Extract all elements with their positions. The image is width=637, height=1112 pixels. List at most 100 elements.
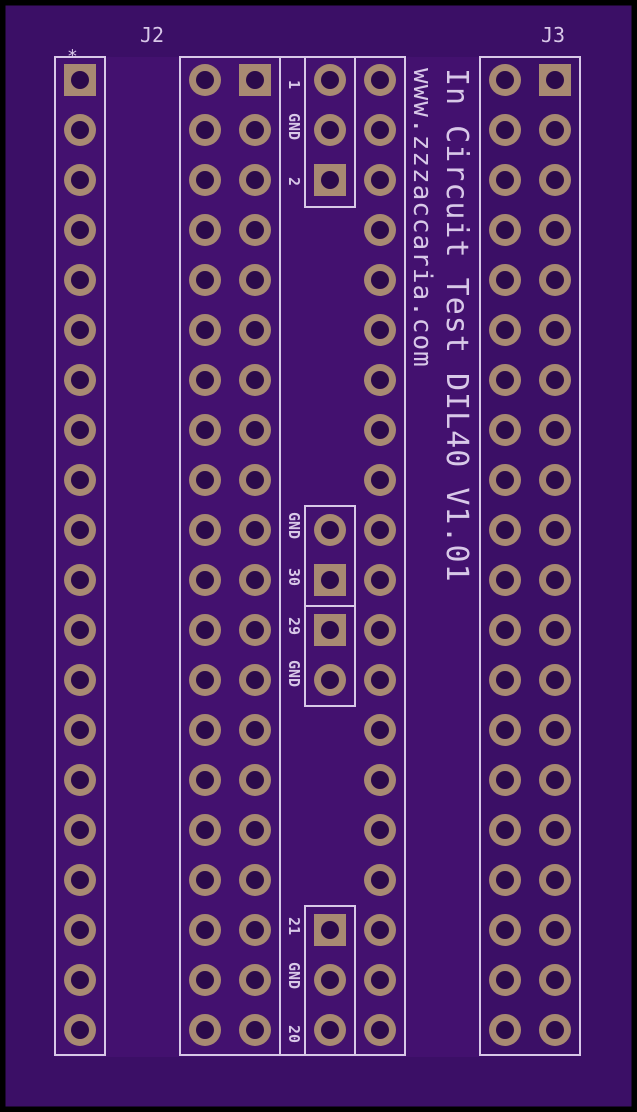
socket-left-a-drill-hole [196,371,214,389]
j2-label: J2 [140,23,164,47]
j3-right-drill-hole [546,571,564,589]
socket-left-a-drill-hole [196,771,214,789]
j3-label: J3 [541,23,565,47]
j3-left-drill-hole [496,921,514,939]
jumper-label-gnd-mid-2: GND [285,660,303,687]
j3-right-drill-hole [546,71,564,89]
j3-left-drill-hole [496,71,514,89]
j2-pin-drill-hole [71,171,89,189]
j2-pin-drill-hole [71,471,89,489]
socket-left-b-drill-hole [246,471,264,489]
j3-left-drill-hole [496,771,514,789]
j2-pin-drill-hole [71,671,89,689]
jumper-drill-hole [321,71,339,89]
j3-left-drill-hole [496,521,514,539]
socket-right-drill-hole [371,71,389,89]
socket-left-a-drill-hole [196,521,214,539]
j3-right-drill-hole [546,371,564,389]
j3-right-drill-hole [546,521,564,539]
socket-left-a-drill-hole [196,221,214,239]
socket-left-b-drill-hole [246,371,264,389]
j3-right-drill-hole [546,271,564,289]
j3-right-drill-hole [546,221,564,239]
jumper-label-1: 1 [285,80,303,89]
socket-left-b-drill-hole [246,971,264,989]
jumper-drill-hole [321,921,339,939]
j3-left-drill-hole [496,571,514,589]
jumper-label-30: 30 [285,568,303,586]
socket-right-drill-hole [371,821,389,839]
board-title: In Circuit Test DIL40 V1.01 [439,68,474,583]
j3-right-drill-hole [546,721,564,739]
socket-left-a-drill-hole [196,671,214,689]
j3-right-drill-hole [546,1021,564,1039]
socket-left-a-drill-hole [196,721,214,739]
j2-pin-drill-hole [71,221,89,239]
j2-pin-drill-hole [71,721,89,739]
j2-pin-drill-hole [71,821,89,839]
j3-right-drill-hole [546,921,564,939]
jumper-middle-labels: GND 30 29 GND [285,512,303,687]
jumper-middle-lower-outline [304,605,356,707]
jumper-drill-hole [321,121,339,139]
jumper-drill-hole [321,171,339,189]
j2-pin-drill-hole [71,771,89,789]
socket-right-drill-hole [371,121,389,139]
j3-left-drill-hole [496,821,514,839]
jumper-drill-hole [321,521,339,539]
jumper-bottom-outline [304,905,356,1056]
j3-left-drill-hole [496,421,514,439]
socket-left-a-drill-hole [196,121,214,139]
silkscreen-outlines [54,56,581,1056]
jumper-label-gnd-mid-1: GND [285,512,303,539]
jumper-label-29: 29 [285,617,303,635]
j2-pin-drill-hole [71,621,89,639]
j2-pin-drill-hole [71,521,89,539]
socket-left-b-drill-hole [246,221,264,239]
socket-right-drill-hole [371,571,389,589]
j3-right-drill-hole [546,671,564,689]
socket-left-a-drill-hole [196,471,214,489]
socket-left-b-drill-hole [246,821,264,839]
socket-right-drill-hole [371,621,389,639]
socket-right-drill-hole [371,321,389,339]
socket-left-a-drill-hole [196,271,214,289]
socket-left-b-drill-hole [246,671,264,689]
j3-right-drill-hole [546,771,564,789]
socket-left-b-drill-hole [246,521,264,539]
socket-left-a-drill-hole [196,71,214,89]
j3-right-drill-hole [546,171,564,189]
j3-right-drill-hole [546,321,564,339]
socket-left-b-drill-hole [246,921,264,939]
socket-left-a-drill-hole [196,871,214,889]
socket-right-drill-hole [371,371,389,389]
socket-left-b-drill-hole [246,321,264,339]
socket-left-a-drill-hole [196,971,214,989]
socket-left-b-drill-hole [246,771,264,789]
jumper-drill-hole [321,621,339,639]
socket-right-drill-hole [371,871,389,889]
jumper-top-labels: 1 GND 2 [285,80,303,186]
socket-right-drill-hole [371,171,389,189]
j3-left-drill-hole [496,871,514,889]
socket-left-a-drill-hole [196,571,214,589]
socket-right-drill-hole [371,771,389,789]
jumper-label-2: 2 [285,177,303,186]
socket-right-drill-hole [371,971,389,989]
j3-right-drill-hole [546,421,564,439]
socket-left-b-drill-hole [246,1021,264,1039]
j3-left-drill-hole [496,121,514,139]
j2-pin-drill-hole [71,971,89,989]
socket-left-a-drill-hole [196,421,214,439]
socket-left-b-drill-hole [246,121,264,139]
j2-pin-drill-hole [71,571,89,589]
j3-right-drill-hole [546,471,564,489]
socket-left-b-drill-hole [246,271,264,289]
j2-pin-drill-hole [71,71,89,89]
j3-left-drill-hole [496,321,514,339]
socket-right-drill-hole [371,271,389,289]
j3-left-drill-hole [496,171,514,189]
j2-pin-drill-hole [71,1021,89,1039]
socket-right-drill-hole [371,421,389,439]
